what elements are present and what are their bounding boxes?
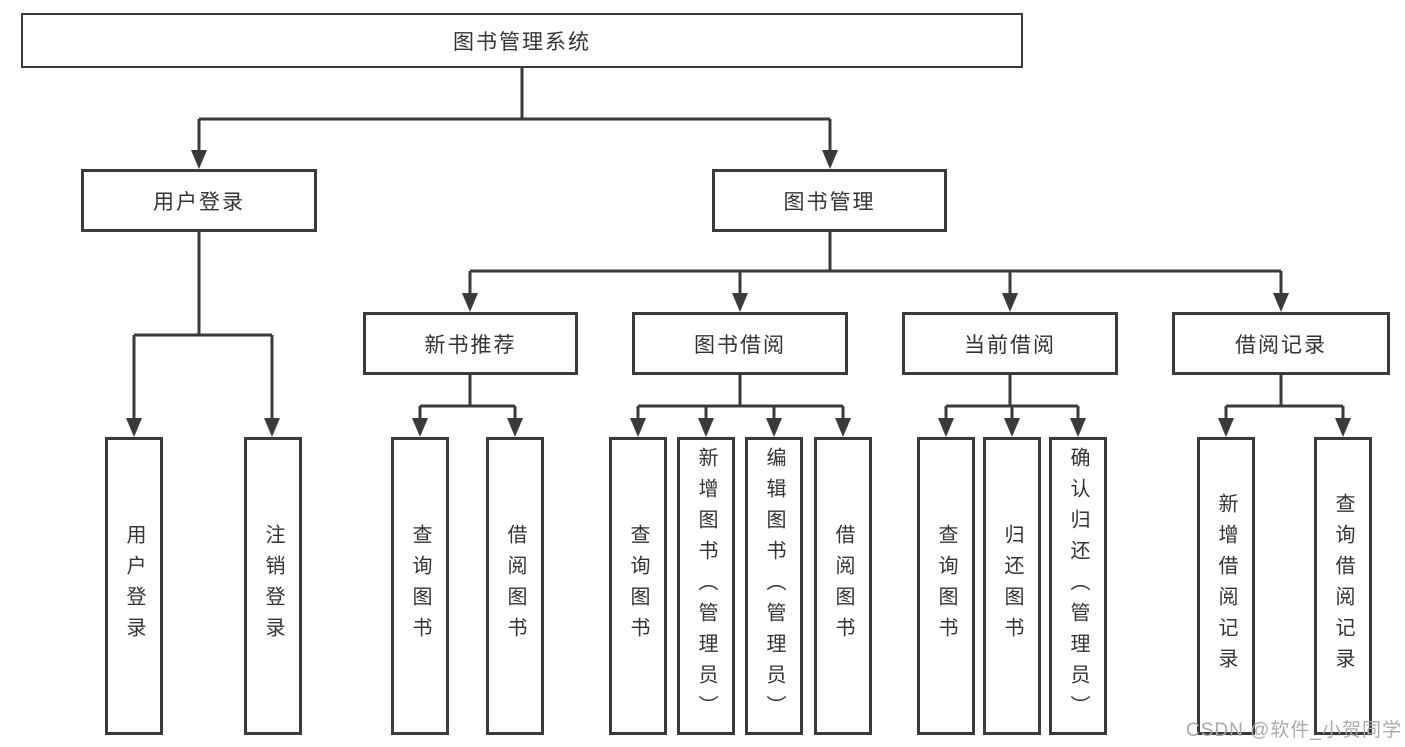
- leaf-borrow-books-borrowing: 借阅图书: [814, 437, 872, 735]
- csdn-watermark: CSDN @软件_小贺同学: [1186, 720, 1402, 741]
- node-current-borrowing: 当前借阅: [902, 312, 1118, 375]
- node-library-management-system: 图书管理系统: [21, 13, 1023, 68]
- node-borrowing-records: 借阅记录: [1172, 312, 1390, 375]
- leaf-logout: 注销登录: [244, 437, 302, 735]
- node-book-management: 图书管理: [712, 169, 947, 232]
- leaf-query-books-current: 查询图书: [917, 437, 975, 735]
- leaf-borrow-books-recommend: 借阅图书: [486, 437, 544, 735]
- node-book-borrowing: 图书借阅: [632, 312, 848, 375]
- leaf-user-login: 用户登录: [105, 437, 163, 735]
- leaf-query-books-recommend: 查询图书: [391, 437, 449, 735]
- leaf-confirm-return-admin: 确认归还（管理员）: [1049, 437, 1107, 735]
- leaf-query-books-borrowing: 查询图书: [609, 437, 667, 735]
- node-new-book-recommendation: 新书推荐: [363, 312, 578, 375]
- leaf-query-borrow-record: 查询借阅记录: [1314, 437, 1372, 735]
- arrowheads: [126, 150, 1351, 437]
- leaf-edit-books-admin: 编辑图书（管理员）: [745, 437, 803, 735]
- leaf-add-books-admin: 新增图书（管理员）: [677, 437, 735, 735]
- leaf-add-borrow-record: 新增借阅记录: [1197, 437, 1255, 735]
- node-user-login: 用户登录: [81, 169, 317, 232]
- leaf-return-books: 归还图书: [983, 437, 1041, 735]
